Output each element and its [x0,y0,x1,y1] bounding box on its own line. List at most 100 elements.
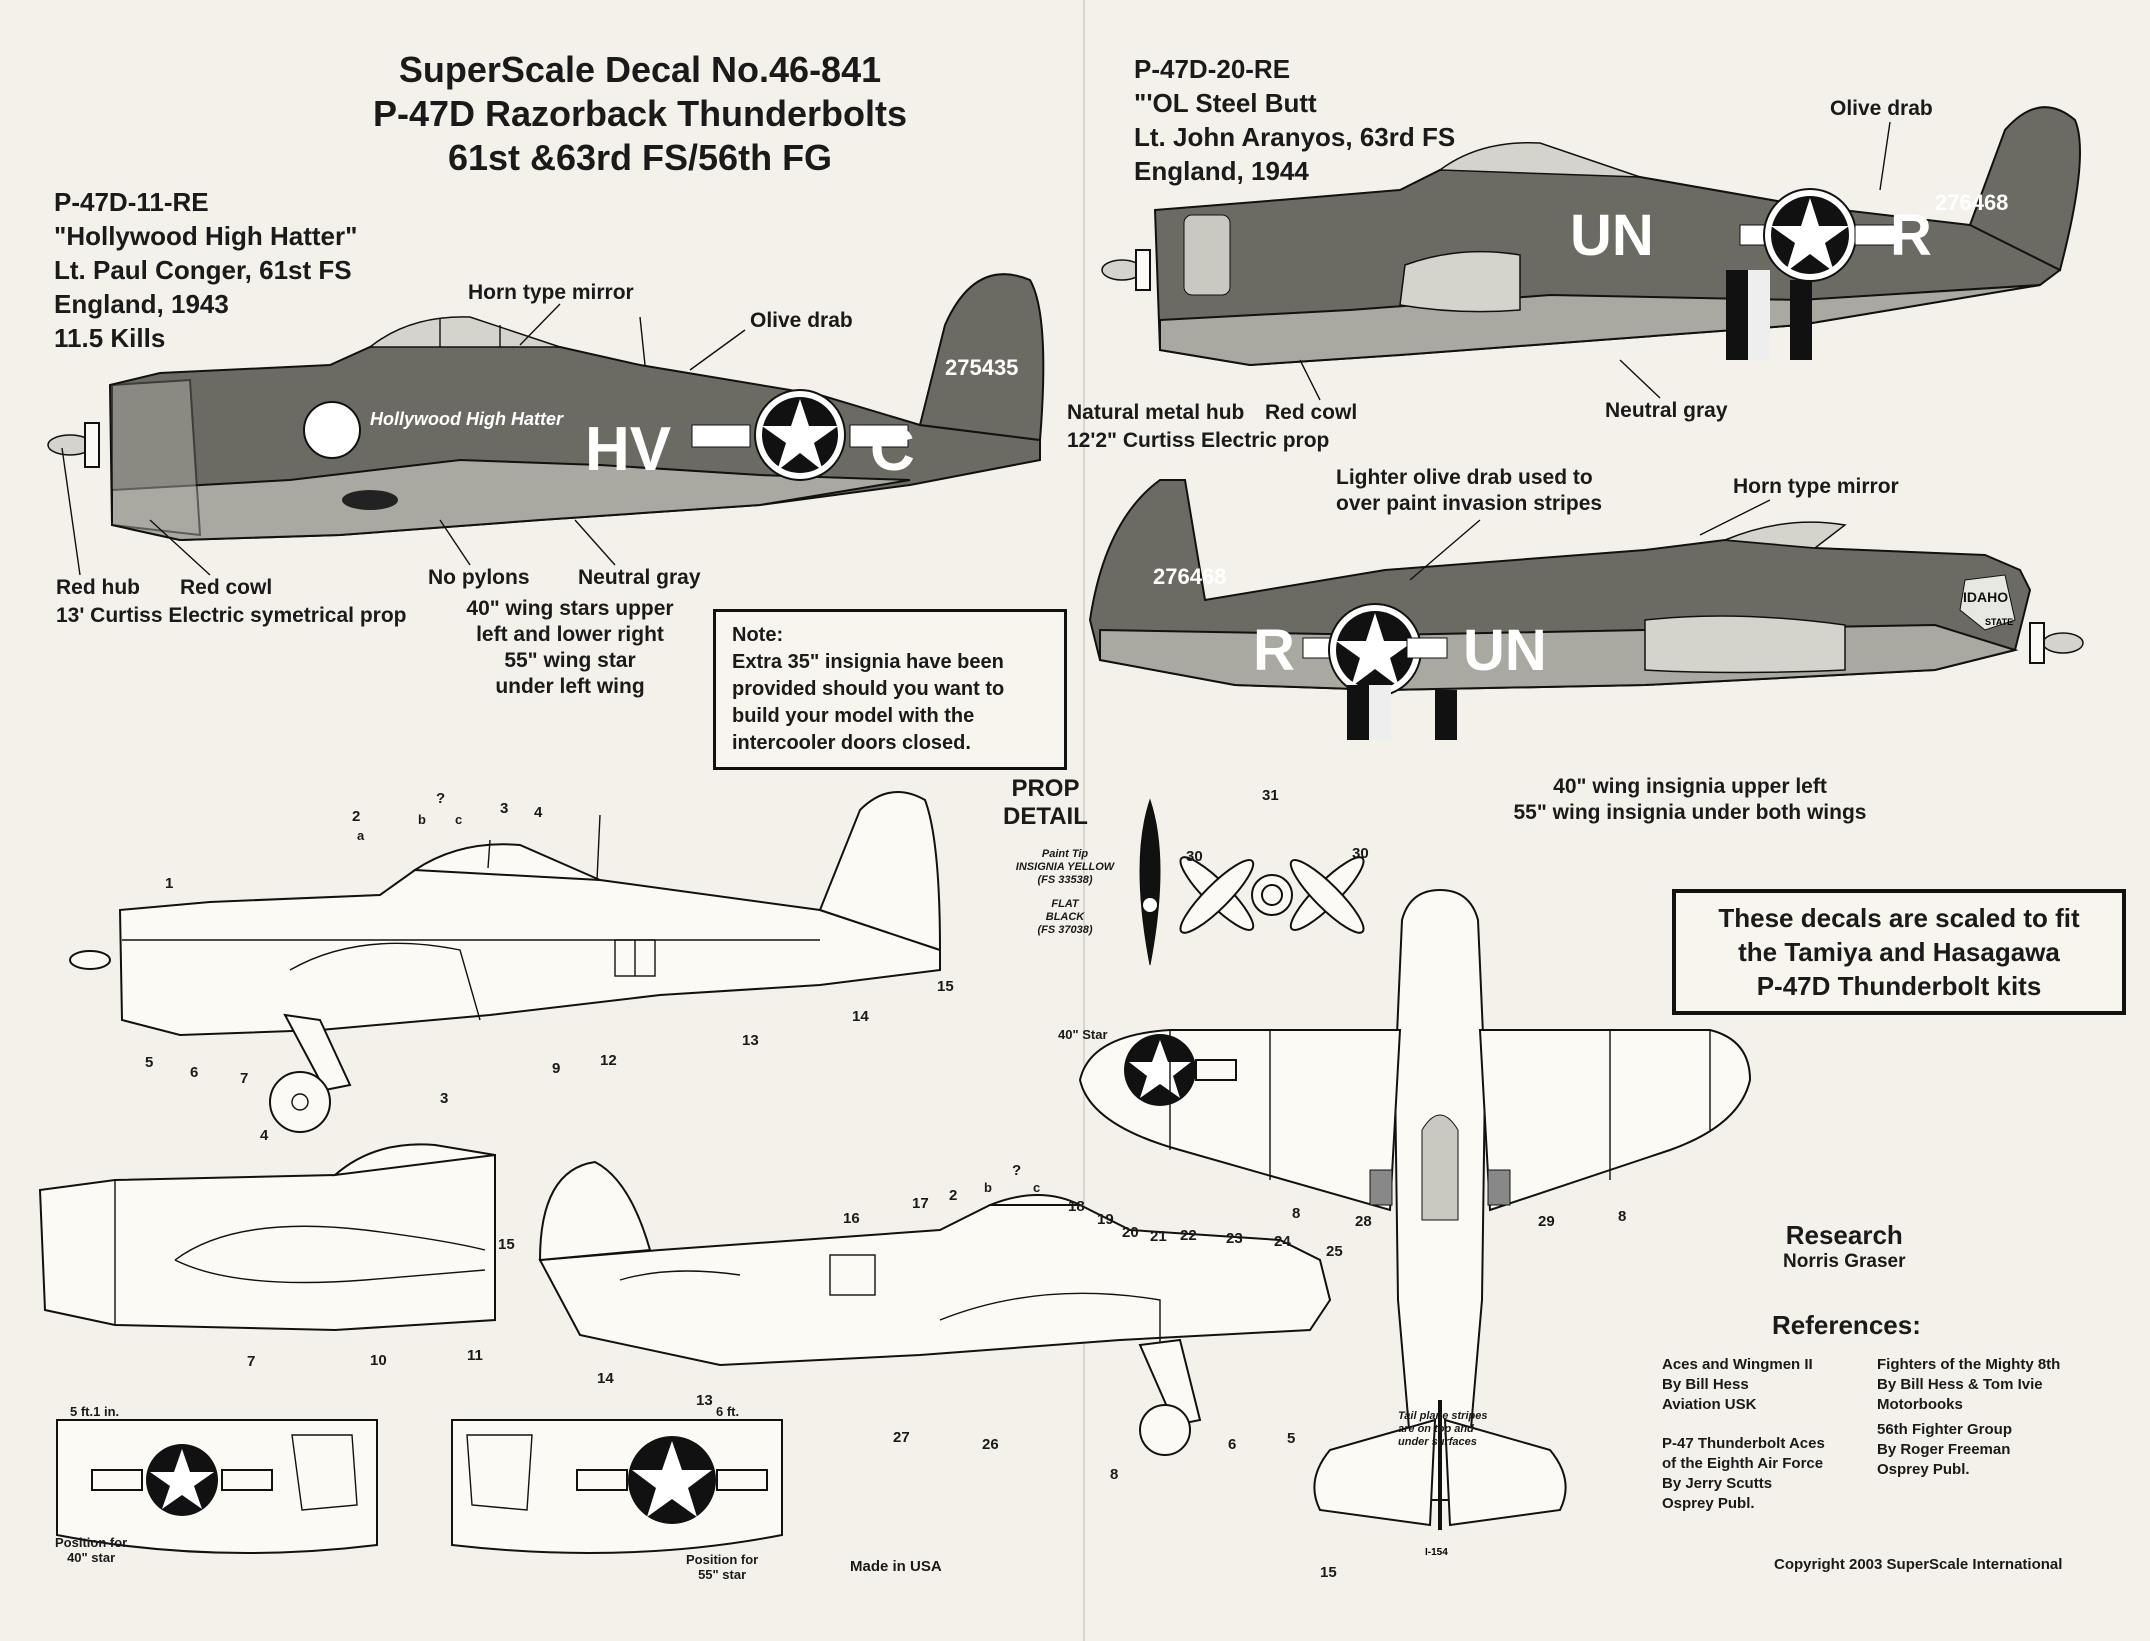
stencil-nose-view [38,1143,496,1332]
ref4-l3: Osprey Publ. [1877,1461,1970,1478]
prop-black-l2: BLACK [1045,911,1085,923]
research-block: Research Norris Graser [1783,1220,1906,1273]
stencil-side-14: 14 [852,1008,869,1025]
research-name: Norris Graser [1783,1251,1906,1272]
a1-label-mirror: Horn type mirror [468,281,634,304]
wing-dim-2: 6 ft. [716,1404,740,1419]
a1-wing-stars-l2: left and lower right [476,623,664,646]
aircraft2-profile-right: IDAHO STATE 276468 R UN [1088,479,2084,740]
stencil-side-view [69,791,942,1133]
prop-30b: 30 [1352,845,1369,862]
prop-tip-l2: INSIGNIA YELLOW [1015,861,1115,873]
prop-tip-l1: Paint Tip [1041,848,1089,860]
a2-label-lighter: Lighter olive drab used to over paint in… [1336,465,1602,517]
a2-label-prop: 12'2" Curtiss Electric prop [1067,429,1330,452]
stencil-r-13: 13 [696,1392,713,1409]
aircraft2-serial-right: 276468 [1153,564,1226,589]
a1-label-red-hub: Red hub [56,576,140,599]
a1-wing-stars-l1: 40" wing stars upper [466,597,674,620]
planform-8a: 8 [1292,1205,1301,1222]
title-line1: SuperScale Decal No.46-841 [398,49,882,90]
intercooler-panel [1399,250,1521,313]
tail-note-l2: are on top and [1398,1423,1474,1435]
stencil-r-16: 16 [843,1210,860,1227]
research-title: Research [1785,1220,1903,1250]
stencil-side-2: 2 [352,808,361,825]
planform-15: 15 [1320,1564,1337,1581]
stencil-nose-3: 3 [440,1090,449,1107]
reference-4: 56th Fighter Group By Roger Freeman Ospr… [1877,1420,2012,1480]
a2-label-cowl: Red cowl [1265,401,1358,424]
aircraft2-code-right-2: R [1253,618,1295,683]
a2-insignia-l1: 40" wing insignia upper left [1553,775,1827,798]
a2-lighter-l1: Lighter olive drab used to [1336,466,1593,489]
planform-28: 28 [1355,1213,1372,1230]
stencil-side-q: ? [436,790,446,807]
stencil-r-q: ? [1012,1162,1022,1179]
references-title: References: [1772,1310,1921,1340]
aircraft2-place: England, 1944 [1134,156,1309,186]
stencil-r-22: 22 [1180,1227,1197,1244]
planform-tail-note: Tail plane stripes are on top and under … [1398,1410,1518,1449]
prop-30a: 30 [1186,848,1203,865]
aircraft2-name: "'OL Steel Butt [1134,88,1317,118]
a1-label-olive: Olive drab [750,309,853,332]
scale-note-box: These decals are scaled to fit the Tamiy… [1672,889,2126,1015]
ref2-l2: of the Eighth Air Force [1662,1455,1824,1472]
planform-29: 29 [1538,1213,1555,1230]
stencil-r-c: c [1033,1180,1041,1195]
stencil-side-12: 12 [600,1052,617,1069]
stencil-r-5: 5 [1287,1430,1296,1447]
a2-leader-lines [1299,121,1891,581]
a2-label-olive: Olive drab [1830,97,1933,120]
a1-label-red-cowl: Red cowl [180,576,273,599]
stencil-r-2: 2 [949,1187,958,1204]
stencil-r-27: 27 [893,1429,910,1446]
a1-wing-stars-note: 40" wing stars upper left and lower righ… [440,596,700,700]
aircraft1-caption: P-47D-11-RE "Hollywood High Hatter" Lt. … [54,185,357,355]
reference-1: Aces and Wingmen II By Bill Hess Aviatio… [1662,1355,1813,1415]
ref2-l3: By Jerry Scutts [1662,1475,1773,1492]
wing-pos55-l1: Position for [686,1552,759,1567]
wing-pos40-l2: 40" star [67,1550,116,1565]
stencil-r-17: 17 [912,1195,929,1212]
aircraft1-kills: 11.5 Kills [54,323,166,353]
stencil-nose-11: 11 [467,1347,483,1364]
stencil-r-21: 21 [1150,1228,1167,1245]
wing-pos40-l1: Position for [55,1535,128,1550]
wing-pos40: Position for 40" star [55,1535,127,1565]
ref1-l2: By Bill Hess [1662,1376,1749,1393]
stencil-r-26: 26 [982,1436,999,1453]
aircraft2-code-left-2: UN [1463,618,1547,683]
a1-wing-stars-l4: under left wing [495,675,645,698]
stencil-r-19: 19 [1097,1211,1114,1228]
prop-black-l1: FLAT [1051,898,1079,910]
tail-note-l1: Tail plane stripes [1398,1410,1488,1422]
wing-pos55-l2: 55" star [698,1567,747,1582]
note-line2: provided should you want to [732,678,1005,700]
nose-art-text: Hollywood High Hatter [370,409,564,429]
aircraft1-serial: 275435 [945,355,1018,380]
prop-tip-l3: (FS 33538) [1037,874,1093,886]
aircraft1-profile: Hollywood High Hatter HV C 275435 [47,273,1045,542]
a1-label-no-pylons: No pylons [428,566,530,589]
planform-view: I-154 [1078,888,1752,1558]
ref4-l2: By Roger Freeman [1877,1441,2011,1458]
stencil-nose-4: 4 [260,1127,269,1144]
scale-l2: the Tamiya and Hasagawa [1738,937,2060,967]
prop-blade-side [1139,798,1161,966]
wing-dim-1: 5 ft.1 in. [70,1404,120,1419]
prop-tip-note: Paint Tip INSIGNIA YELLOW (FS 33538) [1005,848,1125,887]
stencil-side-a: a [357,828,365,843]
reference-3: Fighters of the Mighty 8th By Bill Hess … [1877,1355,2060,1415]
stencil-r-18: 18 [1068,1198,1085,1215]
a1-label-neutral-gray: Neutral gray [578,566,701,589]
note-box: Note: Extra 35" insignia have been provi… [713,609,1067,770]
stencil-r-14: 14 [597,1370,614,1387]
stencil-r-b: b [984,1180,992,1195]
nose-art-rabbit [1183,214,1231,296]
nose-art-emblem [303,401,361,459]
stencil-side-c: c [455,812,463,827]
note-line3: build your model with the [732,705,975,727]
a2-insignia-note: 40" wing insignia upper left 55" wing in… [1480,774,1900,826]
